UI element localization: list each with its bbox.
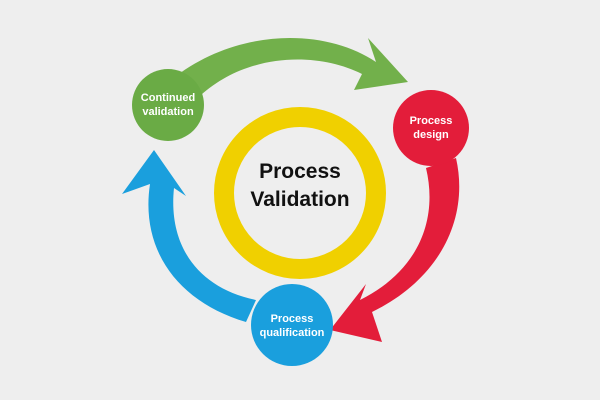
stage-circle-process-design [393,90,469,166]
central-ring [214,107,386,279]
green-cycle-arrow [176,38,408,96]
red-cycle-arrow [330,158,460,342]
blue-cycle-arrow [122,150,256,322]
stage-label-process-design: Process design [381,114,481,142]
center-title-line-2: Validation [250,188,350,211]
center-title: Process Validation [215,158,385,214]
center-title-line-1: Process [259,160,341,183]
stage-label-line-1: Process [270,313,314,325]
stage-label-line-2: design [413,129,449,141]
stage-label-process-qualification: Process qualification [242,312,342,340]
stage-label-line-1: Process [409,115,453,127]
stage-circle-continued-validation [132,69,204,141]
stage-label-line-2: validation [142,106,194,118]
stage-label-line-2: qualification [259,327,325,339]
stage-label-line-1: Continued [140,92,196,104]
stage-label-continued-validation: Continued validation [118,91,218,119]
stage-circle-process-qualification [251,284,333,366]
